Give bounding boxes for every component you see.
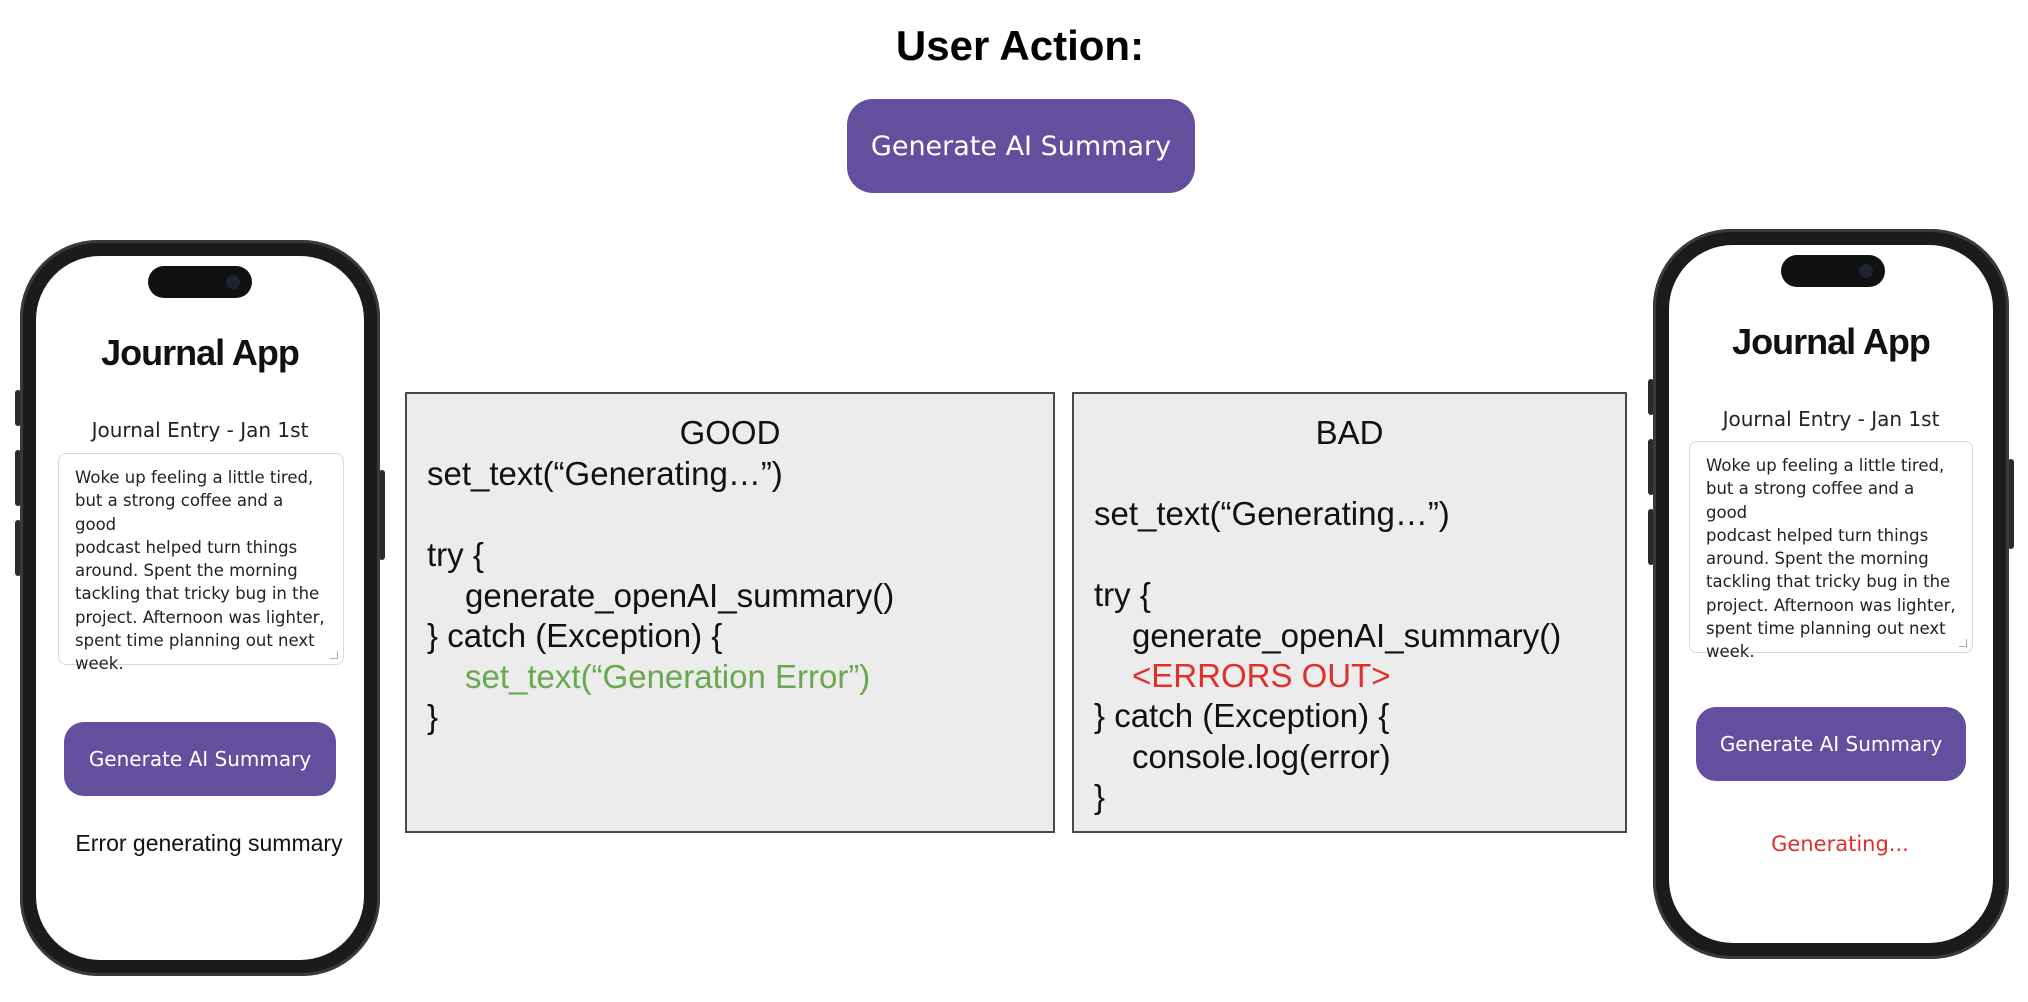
generate-ai-summary-button[interactable]: Generate AI Summary [847,99,1195,193]
phone-left: Journal App Journal Entry - Jan 1st Woke… [15,240,385,976]
code-line-error-handler: set_text(“Generation Error”) [465,658,871,695]
code-line: } catch (Exception) { [427,617,723,654]
phone-side-button [15,390,21,426]
camera-icon [1859,264,1873,278]
entry-line: spent time planning out next [75,631,315,651]
entry-line: tackling that tricky bug in the [75,584,320,604]
code-line: console.log(error) [1132,738,1391,775]
entry-line: but a strong coffee and a good [1706,479,1915,522]
code-line: generate_openAI_summary() [1132,617,1562,654]
code-line: } [427,698,439,735]
entry-line: podcast helped turn things [1706,525,1929,545]
app-title: Journal App [101,332,300,373]
entry-line: but a strong coffee and a good [75,491,284,534]
journal-entry-label: Journal Entry - Jan 1st [1722,407,1940,431]
resize-handle-icon[interactable] [1959,639,1967,647]
code-line: try { [427,536,484,573]
code-line: try { [1094,576,1151,613]
journal-entry-textarea[interactable]: Woke up feeling a little tired, but a st… [58,453,344,673]
phone-side-button [15,520,21,576]
bad-code-panel: BAD set_text(“Generating…”) try { genera… [1072,392,1627,833]
code-line: } catch (Exception) { [1094,697,1390,734]
phone-side-button [2008,459,2014,549]
error-status-text: Error generating summary [75,830,343,856]
generate-ai-summary-button[interactable]: Generate AI Summary [64,722,336,796]
entry-line: Woke up feeling a little tired, [1706,456,1945,475]
entry-line: podcast helped turn things [75,537,298,557]
code-line: set_text(“Generating…”) [1094,495,1450,532]
entry-line: around. Spent the morning [1706,549,1929,569]
journal-entry-textarea[interactable]: Woke up feeling a little tired, but a st… [1689,441,1973,661]
dynamic-island [148,266,252,298]
code-line: } [1094,778,1106,815]
user-action-heading: User Action: [895,22,1145,69]
phone-side-button [1648,379,1654,415]
phone-side-button [1648,439,1654,495]
journal-entry-label: Journal Entry - Jan 1st [91,418,309,442]
dynamic-island [1781,255,1885,287]
phone-right: Journal App Journal Entry - Jan 1st Woke… [1648,229,2014,959]
phone-side-button [1648,509,1654,565]
code-line: set_text(“Generating…”) [427,455,783,492]
app-title: Journal App [1732,321,1931,362]
entry-line: project. Afternoon was lighter, [75,607,325,627]
entry-line: tackling that tricky bug in the [1706,572,1951,592]
bad-panel-title: BAD [1315,414,1384,451]
phone-side-button [15,450,21,506]
generate-ai-summary-button[interactable]: Generate AI Summary [1696,707,1966,781]
generating-status-text: Generating... [1771,832,1909,856]
entry-line: week. [1706,642,1755,662]
code-line-errors-out: <ERRORS OUT> [1132,657,1391,694]
good-code-panel: GOOD set_text(“Generating…”) try { gener… [405,392,1055,833]
code-line: generate_openAI_summary() [465,577,895,614]
entry-line: around. Spent the morning [75,561,298,581]
phone-side-button [379,470,385,560]
phone-screen: Journal App Journal Entry - Jan 1st Woke… [1669,245,1993,943]
entry-line: week. [75,654,124,674]
camera-icon [226,275,240,289]
entry-line: project. Afternoon was lighter, [1706,595,1956,615]
resize-handle-icon[interactable] [330,651,338,659]
entry-line: spent time planning out next [1706,619,1946,639]
phone-screen: Journal App Journal Entry - Jan 1st Woke… [36,256,364,960]
good-panel-title: GOOD [679,414,781,451]
entry-line: Woke up feeling a little tired, [75,468,314,487]
